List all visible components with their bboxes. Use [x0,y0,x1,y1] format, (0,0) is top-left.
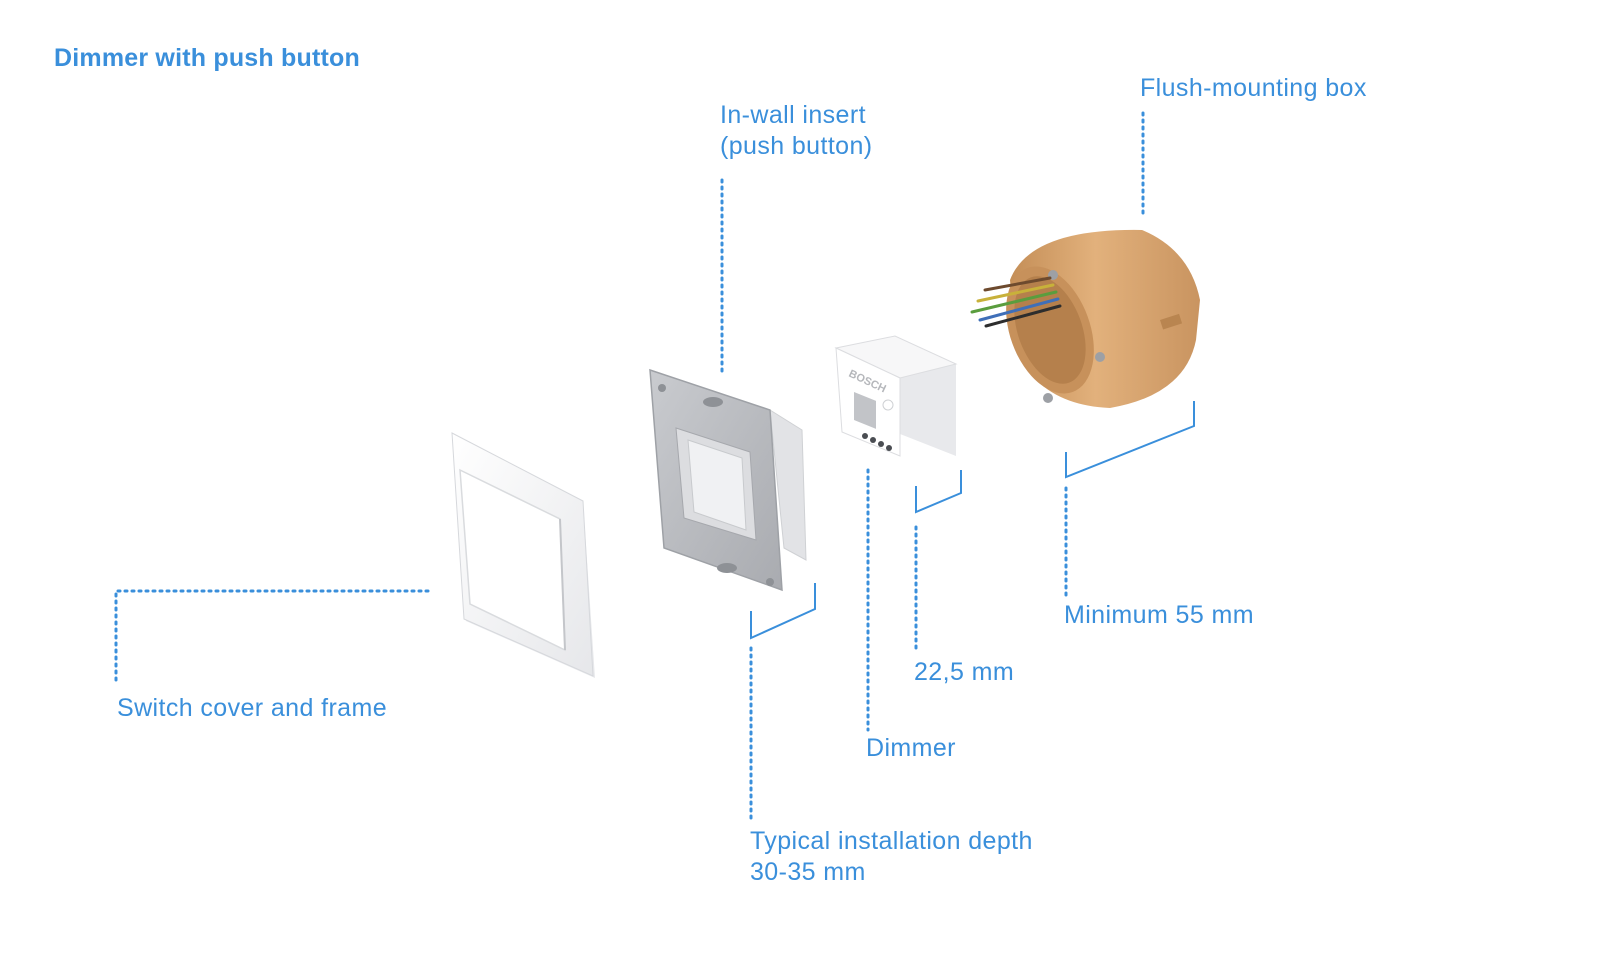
dimmer-label: Dimmer [866,734,956,762]
cover-leader [114,589,430,685]
cover-label: Switch cover and frame [117,694,388,722]
install-label-line1: Typical installation depth [750,827,1033,855]
wires [970,276,1062,328]
box-depth-bracket [1065,401,1195,479]
install-label-line2: 30-35 mm [750,858,866,886]
diagram-title: Dimmer with push button [54,44,360,72]
in-wall-insert [649,368,807,592]
install-depth-bracket [750,583,816,640]
insert-label-line1: In-wall insert [720,101,866,129]
insert-label-line2: (push button) [720,132,873,160]
dimension-brackets [750,401,1195,640]
dimmer-module: BOSCH [834,335,958,457]
switch-cover-frame [451,432,595,678]
dimmer-depth-label: 22,5 mm [914,658,1015,686]
leader-lines [114,111,1145,824]
flush-mounting-box [970,229,1200,408]
insert-label: In-wall insert (push button) [720,100,873,162]
install-depth-label: Typical installation depth 30-35 mm [750,826,1033,888]
dimmer-depth-bracket [915,470,962,514]
box-label: Flush-mounting box [1140,74,1367,102]
box-depth-label: Minimum 55 mm [1064,601,1254,629]
